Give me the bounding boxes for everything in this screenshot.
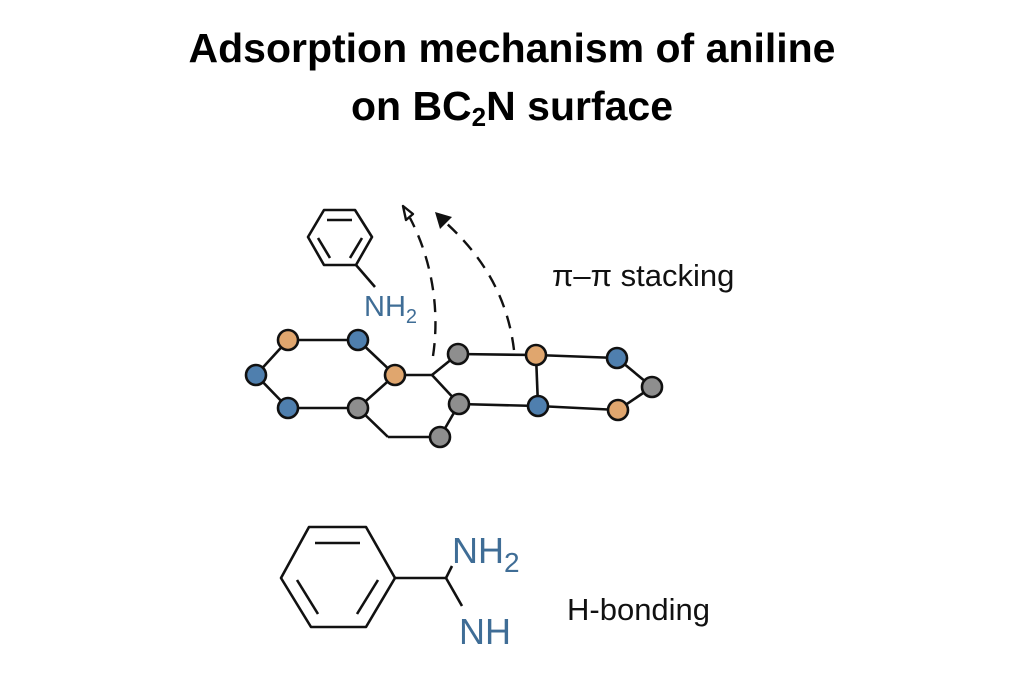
h-bonding-label: H-bonding [567, 592, 710, 627]
stacking-arrows [408, 217, 516, 357]
aniline-molecule [306, 208, 376, 288]
filled-arrowhead-icon [435, 212, 452, 229]
title-line-1: Adsorption mechanism of aniline [188, 25, 836, 71]
atom-c [346, 396, 370, 420]
atom-n [605, 346, 629, 370]
aniline-double-bond [316, 237, 332, 259]
atom-b [383, 363, 407, 387]
dashed-arrow-left [408, 217, 437, 357]
aniline-amine-label: NH2 [364, 291, 417, 328]
atom-b [276, 328, 300, 352]
title-suffix: N surface [486, 83, 674, 129]
atom-b [524, 343, 548, 367]
atom-c [446, 342, 470, 366]
atom-n [526, 394, 550, 418]
atom-c [640, 375, 664, 399]
aniline-cn-bond [355, 264, 376, 288]
bc2n-atoms [244, 328, 664, 449]
bond [457, 352, 537, 357]
title-line-2: on BC2N surface [0, 83, 1024, 132]
bond [535, 353, 618, 360]
title-subscript: 2 [471, 102, 487, 132]
atom-b [606, 398, 630, 422]
title-prefix: on BC [350, 83, 472, 129]
amidine-double-bond [295, 579, 320, 615]
pi-stacking-label: π–π stacking [552, 258, 734, 293]
atom-n [244, 363, 268, 387]
aniline-ring [306, 208, 374, 267]
atom-c [428, 425, 452, 449]
amidine-double-bond [355, 579, 380, 615]
atom-n [346, 328, 370, 352]
bond [458, 402, 539, 408]
amidine-nh-label: NH [459, 611, 511, 652]
dashed-arrow-right [444, 221, 516, 351]
amidine-c-nh-bond [444, 577, 464, 607]
atom-n [276, 396, 300, 420]
open-arrowhead-icon [401, 204, 415, 222]
amidine-molecule [279, 525, 464, 629]
aniline-double-bond [348, 237, 364, 259]
amidine-c-nh2-bond [444, 565, 454, 579]
amidine-ring [279, 525, 397, 629]
atom-c [447, 392, 471, 416]
bond [537, 404, 619, 412]
amidine-nh2-label: NH2 [452, 530, 520, 578]
